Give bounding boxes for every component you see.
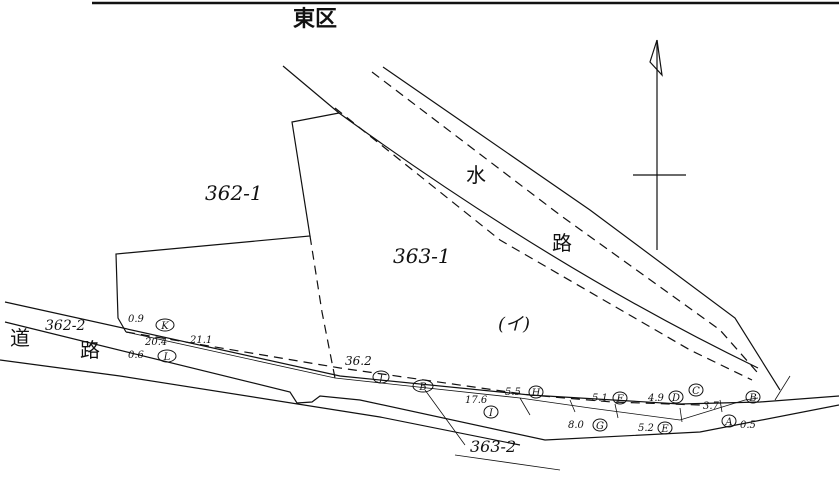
measure-05: 0.5: [740, 420, 756, 431]
point-b: B: [412, 379, 434, 393]
svg-text:E: E: [660, 424, 669, 435]
point-f: F: [612, 391, 628, 405]
point-a: A: [721, 414, 737, 428]
measure-51: 5.1: [592, 393, 608, 404]
measure-52: 5.2: [638, 423, 654, 434]
parcel-mark: (イ): [498, 314, 530, 335]
svg-text:D: D: [671, 393, 680, 404]
svg-text:G: G: [596, 421, 604, 432]
waterway-char-2: 路: [552, 231, 572, 255]
measure-49: 4.9: [647, 393, 665, 404]
road-char-1: 道: [10, 326, 30, 350]
svg-text:H: H: [531, 388, 541, 399]
point-g: G: [592, 418, 608, 432]
road-label-363-2: 363-2: [470, 437, 516, 456]
waterway-char-1: 水: [466, 163, 486, 187]
point-i: I: [483, 405, 499, 419]
north-arrow-icon: [633, 39, 686, 250]
survey-boundary: [125, 331, 759, 423]
measure-left-bottom: 0.6: [128, 350, 145, 361]
road-label-362-2: 362-2: [45, 318, 85, 334]
measure-80: 8.0: [568, 420, 585, 431]
svg-text:A: A: [724, 417, 732, 428]
point-k: K: [155, 318, 175, 332]
point-c: C: [688, 383, 704, 397]
svg-text:J: J: [377, 373, 384, 384]
point-d: D: [668, 390, 684, 404]
parcel-label-362-1: 362-1: [205, 181, 263, 205]
point-l: L: [157, 349, 177, 363]
svg-text:B: B: [748, 393, 756, 404]
point-b2: B: [745, 390, 761, 404]
district-title: 東区: [293, 7, 337, 32]
point-j: J: [372, 370, 390, 384]
measure-left-top: 0.9: [128, 314, 145, 325]
parcel-362-1-outline: [115, 112, 340, 379]
measure-55: 5.5: [505, 387, 521, 398]
point-e: E: [657, 421, 673, 435]
road-lines: [0, 301, 839, 471]
measure-17: 17.6: [465, 395, 488, 406]
svg-text:F: F: [616, 394, 625, 405]
svg-text:C: C: [692, 386, 700, 397]
measure-long-dist: 21.1: [189, 335, 212, 346]
measure-k-dist: 20.4: [144, 337, 167, 348]
measure-36: 36.2: [345, 354, 372, 368]
svg-text:I: I: [488, 408, 494, 419]
parcel-label-363-1: 363-1: [393, 244, 451, 268]
road-char-2: 路: [80, 338, 100, 362]
svg-text:B: B: [418, 382, 426, 393]
svg-text:L: L: [163, 352, 171, 363]
svg-text:K: K: [160, 321, 169, 332]
point-h: H: [528, 385, 544, 399]
measure-37: 3.7: [703, 401, 720, 412]
waterway-lines: [282, 65, 791, 401]
